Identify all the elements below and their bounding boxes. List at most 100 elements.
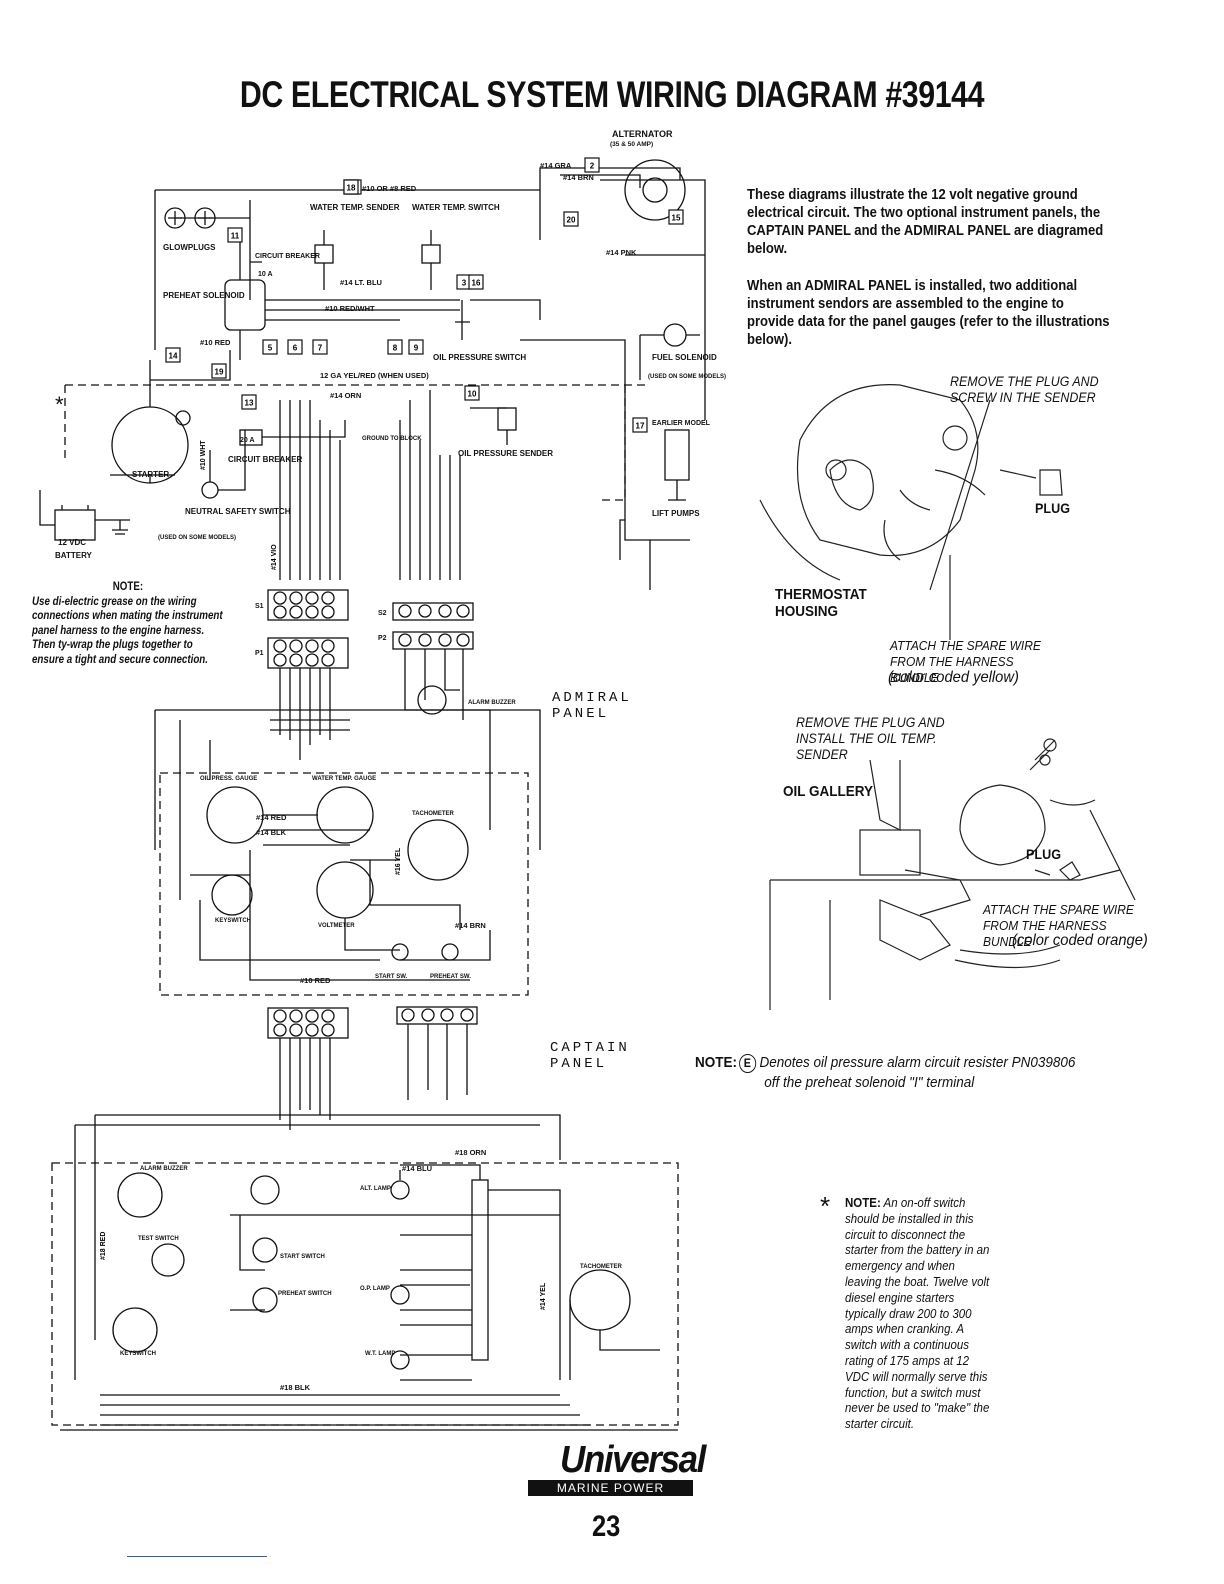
wire-label: #18 RED [100, 1232, 107, 1260]
universal-logo: Universal MARINE POWER [528, 1439, 706, 1496]
wire-label: #14 BRN [563, 173, 594, 182]
glowplugs-label: GLOWPLUGS [163, 243, 216, 252]
intro-paragraph-1: These diagrams illustrate the 12 volt ne… [747, 187, 1104, 257]
preheat-switch-label: PREHEAT SWITCH [278, 1291, 332, 1297]
oil-gallery-illustration [769, 738, 1136, 1010]
svg-text:11: 11 [231, 232, 240, 241]
wire-number-box: 18 [343, 179, 359, 195]
svg-text:14: 14 [169, 352, 178, 361]
ground-to-block-label: GROUND TO BLOCK [362, 436, 422, 442]
tachometer-label: TACHOMETER [412, 811, 455, 817]
asterisk-icon: * [55, 392, 64, 417]
oil-note-line1: Denotes oil pressure alarm circuit resis… [759, 1054, 1076, 1071]
breaker-rating-top: 10 A [258, 271, 273, 278]
voltmeter-label: VOLTMETER [318, 923, 355, 929]
wire-label: 12 GA YEL/RED (WHEN USED) [320, 371, 429, 380]
svg-text:16: 16 [472, 279, 481, 288]
star-note-text: An on-off switch should be installed in … [845, 1196, 990, 1432]
admiral-panel-label: ADMIRAL PANEL [552, 690, 632, 722]
connector-s1: S1 [255, 603, 264, 610]
breaker-rating-mid: 20 A [240, 437, 255, 444]
wire-label: #10 RED [300, 976, 331, 985]
wire-number-box: 7 [312, 339, 328, 355]
wire-number-box: 13 [241, 394, 257, 410]
wire-number-box: 2 [584, 157, 600, 173]
wire-number-box: 5 [262, 339, 278, 355]
wire-label: #14 LT. BLU [340, 278, 382, 287]
alternator-label: ALTERNATOR [612, 129, 673, 139]
start-sw-label: START SW. [375, 974, 408, 980]
water-temp-sender-label: WATER TEMP. SENDER [310, 203, 400, 212]
oil-press-gauge-label: OIL PRESS. GAUGE [200, 776, 257, 782]
connector-p2: P2 [378, 635, 387, 642]
svg-text:17: 17 [636, 422, 645, 431]
svg-text:2: 2 [590, 162, 595, 171]
intro-paragraph-2: When an ADMIRAL PANEL is installed, two … [747, 278, 1110, 348]
tachometer-c-label: TACHOMETER [580, 1264, 623, 1270]
wire-label: #10 WHT [200, 440, 207, 470]
remove-plug-screw-label: REMOVE THE PLUG AND SCREW IN THE SENDER [950, 374, 1099, 405]
svg-text:20: 20 [567, 216, 576, 225]
circuit-breaker-top-label: CIRCUIT BREAKER [255, 253, 320, 260]
resistor-symbol-icon: E [738, 1054, 756, 1073]
connector-p1: P1 [255, 650, 264, 657]
earlier-model-label: EARLIER MODEL [652, 420, 711, 427]
wire-label: #10 OR #8 RED [362, 184, 417, 193]
wire-number-box: 15 [668, 209, 684, 225]
water-temp-gauge-label: WATER TEMP. GAUGE [312, 776, 376, 782]
logo-wordmark: Universal [560, 1439, 706, 1481]
wire-label: #14 GRA [540, 161, 572, 170]
thermostat-illustration [759, 384, 1063, 640]
neutral-note: (USED ON SOME MODELS) [158, 535, 236, 541]
neutral-safety-switch-label: NEUTRAL SAFETY SWITCH [185, 507, 291, 516]
alternator-rating: (35 & 50 AMP) [610, 141, 653, 148]
svg-text:15: 15 [672, 214, 681, 223]
page-number: 23 [592, 1510, 621, 1543]
starter-label: STARTER [132, 470, 169, 479]
wire-number-box: 8 [387, 339, 403, 355]
wire-label: #14 ORN [330, 391, 361, 400]
wire-number-box: 20 [563, 211, 579, 227]
grease-note-text: Use di-electric grease on the wiring con… [32, 595, 223, 666]
alarm-buzzer-label: ALARM BUZZER [468, 700, 516, 706]
asterisk-icon: * [820, 1191, 831, 1221]
wt-lamp-label: W.T. LAMP [365, 1351, 395, 1357]
wire-number-box: 6 [287, 339, 303, 355]
wire-number-box: 10 [464, 385, 480, 401]
star-note-heading: NOTE: [845, 1196, 881, 1210]
logo-tagline: MARINE POWER [528, 1480, 693, 1496]
wire-label: #10 RED/WHT [325, 304, 375, 313]
svg-text:7: 7 [318, 344, 323, 353]
attach-spare-orange-label: ATTACH THE SPARE WIRE FROM THE HARNESS B… [983, 902, 1134, 949]
wire-label: #14 PNK [606, 248, 637, 257]
alt-lamp-label: ALT. LAMP [360, 1186, 391, 1192]
keyswitch-label: KEYSWITCH [215, 918, 251, 924]
preheat-solenoid-label: PREHEAT SOLENOID [163, 291, 245, 300]
page-title: DC ELECTRICAL SYSTEM WIRING DIAGRAM #391… [239, 74, 985, 115]
svg-text:10: 10 [468, 390, 477, 399]
wire-label: #14 RED [256, 813, 287, 822]
connector-s2: S2 [378, 610, 387, 617]
wire-label: #14 BLU [402, 1164, 432, 1173]
oil-note-heading: NOTE: [695, 1054, 738, 1071]
preheat-sw-label: PREHEAT SW. [430, 974, 471, 980]
keyswitch-c-label: KEYSWITCH [120, 1351, 156, 1357]
svg-text:8: 8 [393, 344, 398, 353]
plug-label-top: PLUG [1035, 500, 1071, 516]
color-coded-yellow: (color coded yellow) [888, 669, 1019, 686]
grease-note: NOTE: Use di-electric grease on the wiri… [32, 580, 228, 667]
test-switch-label: TEST SWITCH [138, 1236, 179, 1242]
grease-note-heading: NOTE: [112, 581, 144, 593]
svg-text:19: 19 [215, 368, 224, 377]
battery-volts: 12 VDC [58, 538, 86, 547]
oil-gallery-label: OIL GALLERY [783, 783, 874, 800]
wire-label: #18 BLK [280, 1383, 311, 1392]
wire-label: #14 BLK [256, 828, 287, 837]
attach-spare-yellow-label: ATTACH THE SPARE WIRE FROM THE HARNESS B… [890, 638, 1041, 685]
oil-pressure-switch-label: OIL PRESSURE SWITCH [433, 353, 526, 362]
wire-number-box: 19 [211, 363, 227, 379]
wire-number-box: 17 [632, 417, 648, 433]
captain-panel-label: CAPTAIN PANEL [550, 1040, 630, 1072]
